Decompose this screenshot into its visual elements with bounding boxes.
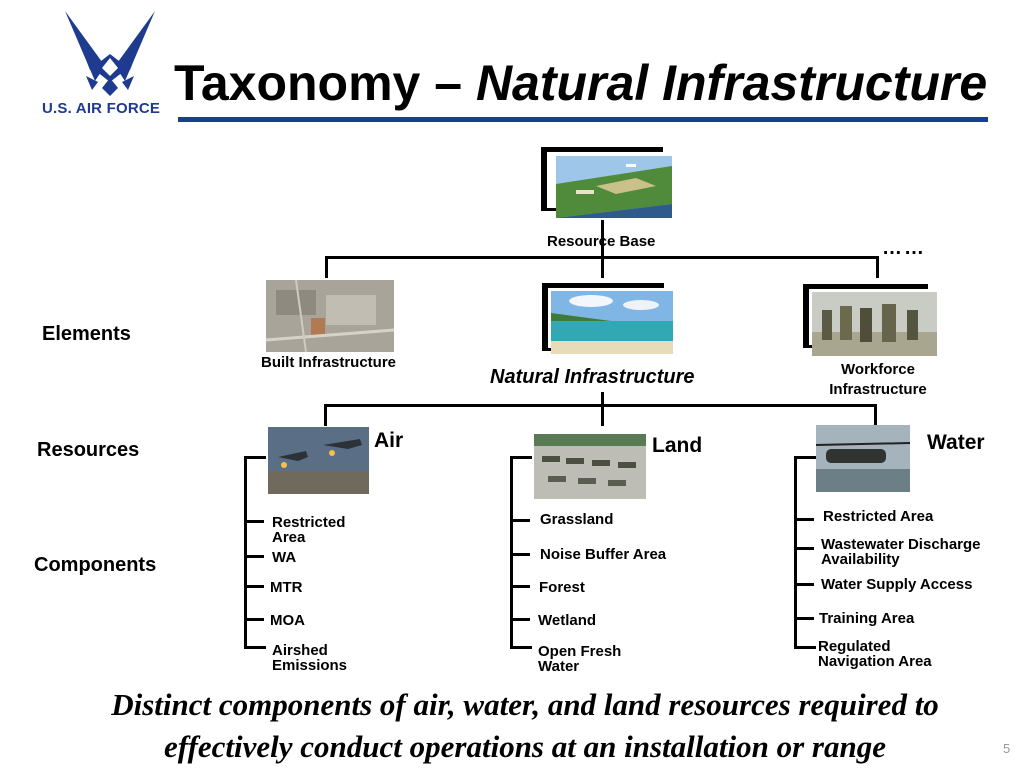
title-rule (178, 117, 988, 122)
resource-base-image (556, 156, 672, 218)
air-resource-image (268, 427, 369, 494)
water-resource-image (816, 425, 910, 492)
land-resource-image (534, 434, 646, 499)
water-component-item: Regulated Navigation Area (818, 638, 932, 670)
land-tick-4 (510, 618, 530, 621)
built-infrastructure-label: Built Infrastructure (261, 354, 397, 371)
resources-bus (324, 404, 877, 407)
land-component-item: Noise Buffer Area (540, 546, 667, 563)
water-tick-5 (794, 646, 816, 649)
connector-workforce (876, 256, 879, 278)
air-component-item: MOA (270, 612, 305, 629)
natural-connector (601, 392, 604, 406)
root-connector (601, 220, 604, 260)
air-components-top-tick (244, 456, 266, 459)
land-component-item: Forest (539, 579, 585, 596)
connector-land (601, 404, 604, 426)
land-component-item: Grassland (540, 511, 614, 528)
level-components-label: Components (34, 554, 157, 576)
air-tick-5 (244, 646, 266, 649)
water-tick-1 (794, 518, 814, 521)
air-component-item: WA (272, 549, 297, 566)
land-tick-5 (510, 646, 532, 649)
workforce-infrastructure-image (812, 292, 937, 356)
built-infrastructure-image (266, 280, 394, 352)
continuation-ellipsis: …… (882, 237, 926, 259)
water-component-item: Training Area (819, 610, 915, 627)
land-component-item: Open Fresh Water (538, 643, 622, 675)
connector-water (874, 404, 877, 426)
water-tick-2 (794, 547, 814, 550)
water-component-item: Restricted Area (823, 508, 934, 525)
air-component-item: MTR (270, 579, 303, 596)
natural-infrastructure-image (551, 291, 673, 354)
air-tick-3 (244, 585, 264, 588)
page-title: Taxonomy – Natural Infrastructure (174, 58, 987, 108)
connector-air (324, 404, 327, 426)
resource-water-label: Water (927, 431, 985, 454)
air-components-spine (244, 456, 247, 649)
workforce-infrastructure-label: Workforce Infrastructure (829, 361, 927, 398)
land-tick-1 (510, 519, 530, 522)
air-force-logo (40, 6, 180, 122)
land-components-top-tick (510, 456, 532, 459)
air-tick-2 (244, 555, 264, 558)
air-tick-4 (244, 618, 264, 621)
level-resources-label: Resources (37, 439, 140, 461)
logo-text: U.S. AIR FORCE (42, 100, 161, 117)
air-force-wings-icon (65, 11, 155, 96)
title-plain: Taxonomy – (174, 55, 463, 111)
resource-air-label: Air (374, 429, 404, 452)
land-tick-2 (510, 553, 530, 556)
water-components-top-tick (794, 456, 816, 459)
air-component-item: Restricted Area (272, 514, 346, 546)
page-number: 5 (1003, 741, 1011, 756)
resource-land-label: Land (652, 434, 703, 457)
water-component-item: Water Supply Access (821, 576, 973, 593)
air-tick-1 (244, 520, 264, 523)
land-tick-3 (510, 585, 530, 588)
natural-infrastructure-label: Natural Infrastructure (490, 366, 695, 388)
title-italic: Natural Infrastructure (475, 55, 988, 111)
connector-built (325, 256, 328, 278)
water-components-spine (794, 456, 797, 649)
water-tick-4 (794, 617, 814, 620)
air-component-item: Airshed Emissions (272, 642, 348, 674)
land-component-item: Wetland (538, 612, 597, 629)
water-tick-3 (794, 583, 814, 586)
footer-caption: Distinct components of air, water, and l… (111, 687, 939, 764)
water-component-item: Wastewater Discharge Availability (821, 536, 981, 568)
land-components-spine (510, 456, 513, 649)
level-elements-label: Elements (42, 323, 131, 345)
connector-natural (601, 256, 604, 278)
